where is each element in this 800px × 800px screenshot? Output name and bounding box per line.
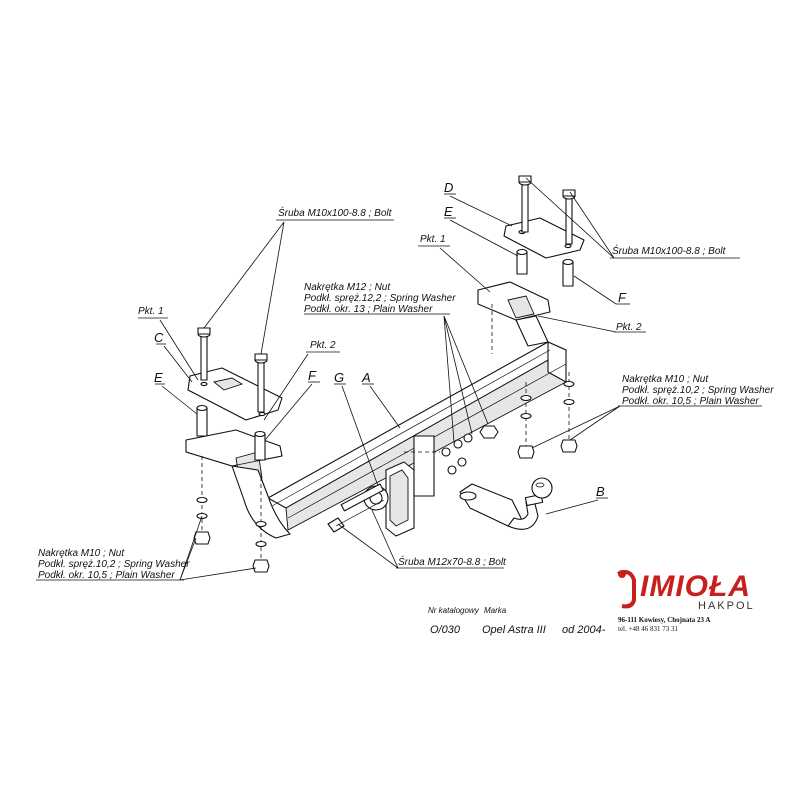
company-address: 96-111 Kowiesy, Chojnata 23 A tel. +48 4… [618, 616, 710, 634]
bolt-left-2 [254, 353, 268, 413]
label-nut-m10-left: Nakrętka M10 ; Nut [38, 548, 125, 559]
catalog-number-header: Nr katalogowy [428, 606, 479, 615]
spacer-e-left [196, 404, 208, 437]
label-f-left: F [308, 368, 317, 383]
imiola-hakpol-logo: IMIOŁA HAKPOL [617, 570, 755, 612]
label-plain-washer-13: Podkł. okr. 13 ; Plain Washer [304, 304, 433, 315]
label-nut-m10-right: Nakrętka M10 ; Nut [622, 374, 709, 385]
label-g: G [334, 370, 344, 385]
label-pkt2-left: Pkt. 2 [310, 340, 336, 351]
label-f-right: F [618, 290, 627, 305]
label-spring-washer-10-left: Podkł. spręż.10,2 ; Spring Washer [38, 559, 190, 570]
label-e-left: E [154, 370, 163, 385]
label-spring-washer-10-right: Podkł. spręż.10,2 ; Spring Washer [622, 385, 774, 396]
label-nut-m12: Nakrętka M12 ; Nut [304, 282, 391, 293]
bolt-m12 [327, 483, 385, 533]
leader-lines [36, 177, 762, 581]
spacer-e-right [516, 248, 528, 275]
label-c: C [154, 330, 164, 345]
company-phone: tel. +48 46 831 73 31 [618, 625, 678, 633]
catalog-number: O/030 [430, 624, 460, 636]
mounting-plate-g [363, 435, 440, 537]
right-side-bracket [477, 281, 551, 354]
right-fasteners [517, 380, 578, 459]
spacer-f-left [254, 430, 266, 461]
label-bolt-m10-left: Śruba M10x100-8.8 ; Bolt [278, 206, 393, 219]
label-plain-washer-10-right: Podkł. okr. 10,5 ; Plain Washer [622, 396, 759, 407]
label-bolt-m12: Śruba M12x70-8.8 ; Bolt [398, 555, 507, 568]
label-a: A [361, 370, 371, 385]
bolt-right-2 [562, 189, 576, 245]
catalog-brand-header: Marka [484, 606, 507, 615]
label-plain-washer-10-left: Podkł. okr. 10,5 ; Plain Washer [38, 570, 175, 581]
tow-ball-b [459, 477, 553, 530]
bolt-left-1 [197, 327, 211, 381]
catalog-year: od 2004- [562, 624, 606, 636]
label-e-right: E [444, 204, 453, 219]
logo-sub: HAKPOL [698, 600, 755, 612]
label-spring-washer-12: Podkł. spręż.12,2 ; Spring Washer [304, 293, 456, 304]
label-pkt1-left: Pkt. 1 [138, 306, 164, 317]
spacer-f-right [562, 258, 574, 287]
callout-labels: Śruba M10x100-8.8 ; Bolt Pkt. 1 C E Pkt.… [38, 180, 774, 581]
bolt-right-1 [518, 175, 532, 233]
label-pkt2-right: Pkt. 2 [616, 322, 642, 333]
label-bolt-m10-right: Śruba M10x100-8.8 ; Bolt [612, 244, 727, 257]
label-pkt1-right: Pkt. 1 [420, 234, 446, 245]
label-d: D [444, 180, 453, 195]
center-fasteners [441, 425, 499, 475]
catalog-model: Opel Astra III [482, 624, 546, 636]
company-address-line: 96-111 Kowiesy, Chojnata 23 A [618, 616, 711, 624]
label-b: B [596, 484, 605, 499]
logo-word: IMIOŁA [640, 570, 751, 603]
